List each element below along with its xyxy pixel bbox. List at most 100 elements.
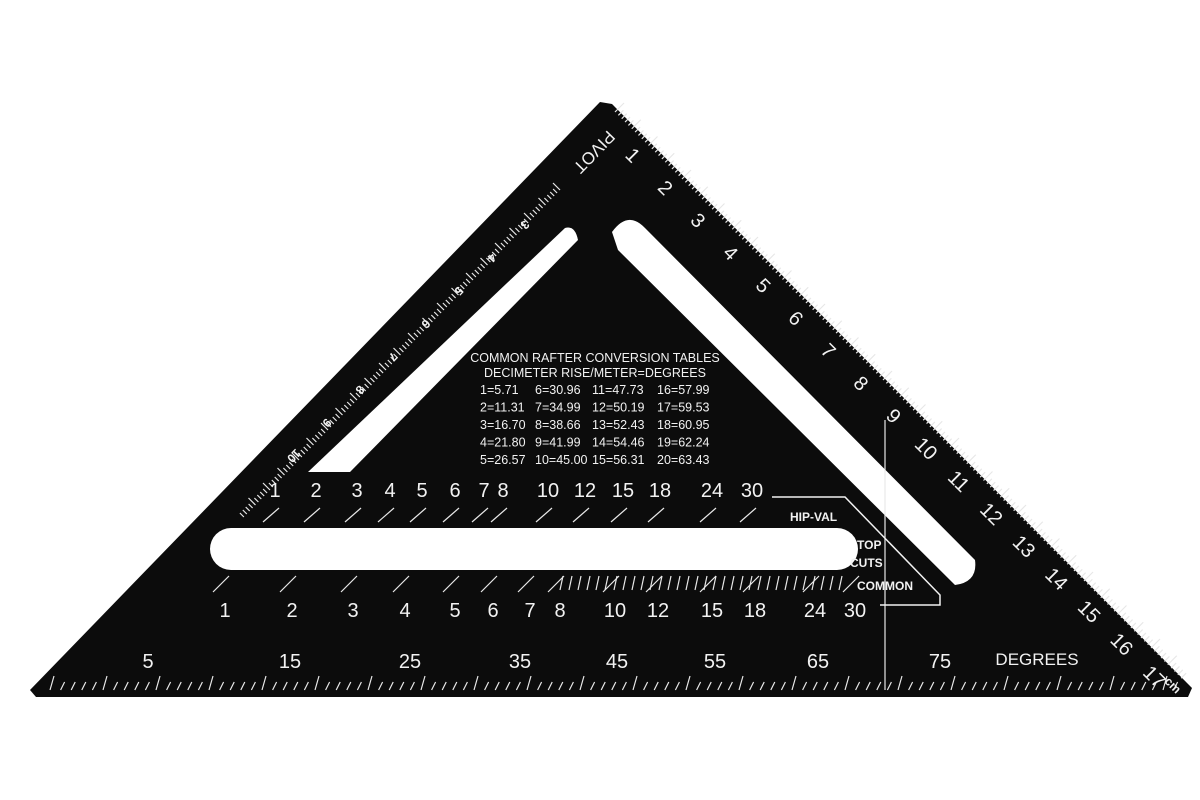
tick-mark bbox=[1130, 681, 1136, 691]
tick-mark bbox=[842, 575, 860, 593]
tick-mark bbox=[303, 681, 309, 691]
top-cuts-label: CUTS bbox=[850, 556, 883, 570]
tick-mark bbox=[664, 152, 675, 163]
tick-mark bbox=[311, 437, 317, 443]
tick-mark bbox=[559, 575, 564, 591]
tick-mark bbox=[1026, 518, 1033, 525]
tick-mark bbox=[706, 681, 712, 691]
tick-mark bbox=[590, 681, 596, 691]
tick-mark bbox=[1050, 538, 1060, 548]
tick-mark bbox=[721, 575, 726, 591]
tick-mark bbox=[356, 681, 362, 691]
tick-mark bbox=[1180, 672, 1187, 679]
tick-mark bbox=[1170, 662, 1177, 669]
tick-mark bbox=[409, 507, 427, 523]
tick-mark bbox=[1110, 602, 1117, 609]
hip-val-number: 4 bbox=[384, 480, 395, 502]
tick-mark bbox=[285, 464, 291, 470]
tick-mark bbox=[387, 359, 393, 365]
tick-mark bbox=[653, 681, 659, 691]
tick-mark bbox=[748, 236, 759, 247]
tick-mark bbox=[929, 681, 935, 691]
tick-mark bbox=[651, 143, 658, 150]
tick-mark bbox=[346, 681, 352, 691]
degrees-number: 55 bbox=[704, 651, 726, 673]
hip-val-number: 5 bbox=[416, 480, 427, 502]
table-cell: 13=52.43 bbox=[592, 418, 645, 432]
common-number: 7 bbox=[524, 600, 535, 622]
tick-mark bbox=[494, 248, 500, 254]
tick-mark bbox=[456, 287, 462, 293]
tick-mark bbox=[1003, 675, 1009, 691]
tick-mark bbox=[248, 497, 256, 506]
tick-mark bbox=[208, 675, 214, 691]
tick-mark bbox=[572, 507, 590, 523]
tick-mark bbox=[1077, 681, 1083, 691]
tick-mark bbox=[279, 575, 297, 593]
tick-mark bbox=[303, 446, 309, 452]
tick-mark bbox=[802, 575, 807, 591]
tick-mark bbox=[1160, 652, 1167, 659]
tick-mark bbox=[340, 407, 346, 413]
tick-mark bbox=[611, 681, 617, 691]
hip-val-number: 1 bbox=[269, 480, 280, 502]
tick-mark bbox=[166, 681, 172, 691]
tick-mark bbox=[1163, 655, 1170, 662]
tick-mark bbox=[701, 193, 708, 200]
hip-val-number: 6 bbox=[449, 480, 460, 502]
degrees-number: 5 bbox=[142, 651, 153, 673]
tick-mark bbox=[1117, 605, 1127, 615]
tick-mark bbox=[909, 401, 916, 408]
tick-mark bbox=[691, 183, 698, 190]
tick-mark bbox=[895, 387, 902, 394]
tick-mark bbox=[685, 675, 691, 691]
tick-mark bbox=[802, 681, 808, 691]
tick-mark bbox=[718, 210, 725, 217]
tick-mark bbox=[282, 467, 288, 473]
tick-mark bbox=[872, 364, 879, 371]
common-number: 10 bbox=[604, 600, 626, 622]
tick-mark bbox=[187, 681, 193, 691]
table-cell: 6=30.96 bbox=[535, 383, 581, 397]
tick-mark bbox=[442, 575, 460, 593]
tick-mark bbox=[480, 575, 498, 593]
tick-mark bbox=[699, 507, 717, 523]
degrees-number: 25 bbox=[399, 651, 421, 673]
tick-mark bbox=[329, 419, 335, 425]
tick-mark bbox=[919, 411, 926, 418]
tick-mark bbox=[442, 302, 448, 308]
upper-left-slot bbox=[308, 227, 578, 472]
tick-mark bbox=[314, 434, 320, 440]
table-cell: 14=54.46 bbox=[592, 436, 645, 450]
tick-mark bbox=[829, 575, 834, 591]
tick-mark bbox=[378, 681, 384, 691]
tick-mark bbox=[1153, 645, 1160, 652]
tick-mark bbox=[355, 392, 361, 398]
tick-mark bbox=[775, 267, 782, 274]
table-cell: 3=16.70 bbox=[480, 418, 526, 432]
tick-mark bbox=[681, 169, 692, 180]
tick-mark bbox=[869, 361, 876, 368]
tick-mark bbox=[407, 338, 413, 344]
tick-mark bbox=[515, 681, 521, 691]
tick-mark bbox=[775, 575, 780, 591]
tick-mark bbox=[715, 203, 725, 213]
table-cell: 4=21.80 bbox=[480, 436, 526, 450]
tick-mark bbox=[1019, 511, 1026, 518]
tick-mark bbox=[832, 320, 843, 331]
tick-mark bbox=[717, 681, 723, 691]
tick-mark bbox=[431, 681, 437, 691]
tick-mark bbox=[852, 344, 859, 351]
tick-mark bbox=[155, 675, 161, 691]
tick-mark bbox=[668, 160, 675, 167]
tick-mark bbox=[676, 575, 681, 591]
tick-mark bbox=[966, 454, 977, 465]
tick-mark bbox=[49, 675, 55, 691]
tick-mark bbox=[792, 284, 798, 290]
tick-mark bbox=[624, 116, 631, 123]
tick-mark bbox=[253, 497, 259, 503]
tick-mark bbox=[770, 681, 776, 691]
tick-mark bbox=[358, 389, 364, 395]
common-number: 18 bbox=[744, 600, 766, 622]
tick-mark bbox=[812, 681, 818, 691]
